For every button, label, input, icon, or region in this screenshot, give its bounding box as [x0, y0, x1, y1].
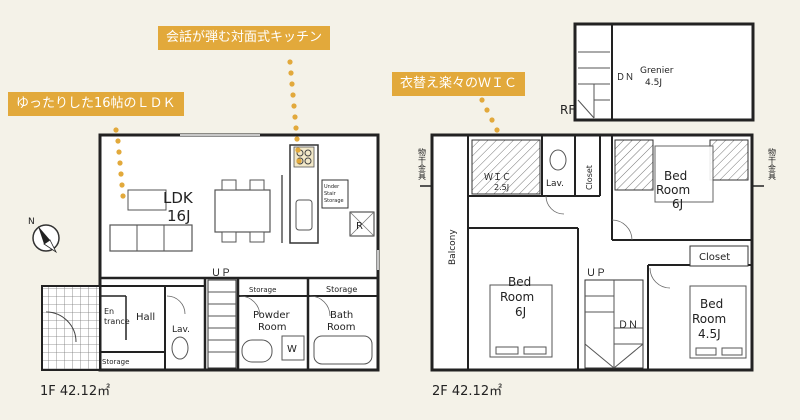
closet-vertical-label: Closet — [585, 165, 594, 190]
svg-text:Room: Room — [258, 322, 286, 333]
bed-room-1-label: Bed — [664, 169, 687, 183]
under-stair-storage — [321, 179, 349, 209]
svg-text:Room: Room — [656, 183, 690, 197]
bed-room-3-label: Bed — [700, 297, 723, 311]
second-floor-area: 2F 42.12㎡ — [432, 384, 502, 399]
lav-label-2f: Lav. — [546, 179, 564, 189]
bed-room-2-label: Bed — [508, 275, 531, 289]
laundry-hook-left: 物干金具 — [418, 147, 427, 181]
dn-label-rf: ＤＮ — [616, 73, 634, 83]
up-label-1f: ＵＰ — [211, 268, 231, 279]
stairs-rf — [577, 51, 610, 119]
grenier-size: 4.5J — [645, 78, 662, 88]
svg-text:Stair: Stair — [324, 191, 337, 197]
svg-text:Under: Under — [324, 184, 340, 190]
first-floor-area: 1F 42.12㎡ — [40, 384, 110, 399]
balcony-label: Balcony — [448, 229, 458, 265]
svg-text:6J: 6J — [515, 305, 526, 319]
svg-text:trance: trance — [104, 317, 130, 326]
wic-room — [471, 139, 541, 195]
rf-label: RF — [560, 103, 575, 117]
compass-icon: N — [28, 217, 60, 254]
compass-north-label: N — [28, 217, 35, 227]
stairs-2f — [584, 279, 644, 369]
closet-label: Closet — [699, 252, 730, 263]
stairs-1f — [207, 279, 237, 369]
kitchen-callout: 会話が弾む対面式キッチン — [158, 26, 331, 50]
svg-text:Room: Room — [500, 290, 534, 304]
second-floor: Balcony — [418, 133, 777, 399]
ldk-callout: ゆったりした16帖のＬＤＫ — [8, 92, 184, 116]
bath-room-label: Bath — [330, 310, 353, 321]
hall-label: Hall — [136, 312, 155, 323]
wic-callout: 衣替え楽々のＷＩＣ — [392, 72, 526, 96]
ldk-label: LDK — [163, 189, 194, 207]
entrance-label: En — [104, 307, 114, 316]
tv-table — [127, 189, 167, 211]
laundry-hook-right: 物干金具 — [768, 147, 777, 181]
grenier-label: Grenier — [640, 66, 674, 76]
wic-size: 2.5J — [494, 183, 509, 192]
fridge-label: R — [356, 221, 363, 232]
sofa — [109, 224, 193, 252]
storage-label-bottom: Storage — [102, 358, 129, 366]
ldk-size: 16J — [167, 207, 191, 225]
lav-label-1f: Lav. — [172, 325, 190, 335]
svg-text:Room: Room — [327, 322, 355, 333]
storage-label-2: Storage — [326, 285, 357, 294]
svg-text:6J: 6J — [672, 197, 683, 211]
svg-text:4.5J: 4.5J — [698, 327, 721, 341]
powder-room-label: Powder — [253, 310, 290, 321]
grenier-outline — [573, 22, 755, 122]
svg-text:Room: Room — [692, 312, 726, 326]
washer-label: W — [287, 344, 297, 355]
dining-table — [214, 189, 271, 233]
first-floor: LDK 16J ＵＰ Storage Storage Powder Room B… — [40, 133, 380, 399]
dn-label-2f: ＤＮ — [618, 320, 638, 331]
up-label-2f: ＵＰ — [586, 268, 606, 279]
wic-label: ＷＩＣ — [484, 173, 511, 183]
entrance-porch — [41, 285, 101, 371]
storage-label-1: Storage — [249, 286, 276, 294]
svg-text:Storage: Storage — [324, 198, 344, 204]
roof-floor: Grenier 4.5J ＤＮ RF — [560, 22, 755, 122]
